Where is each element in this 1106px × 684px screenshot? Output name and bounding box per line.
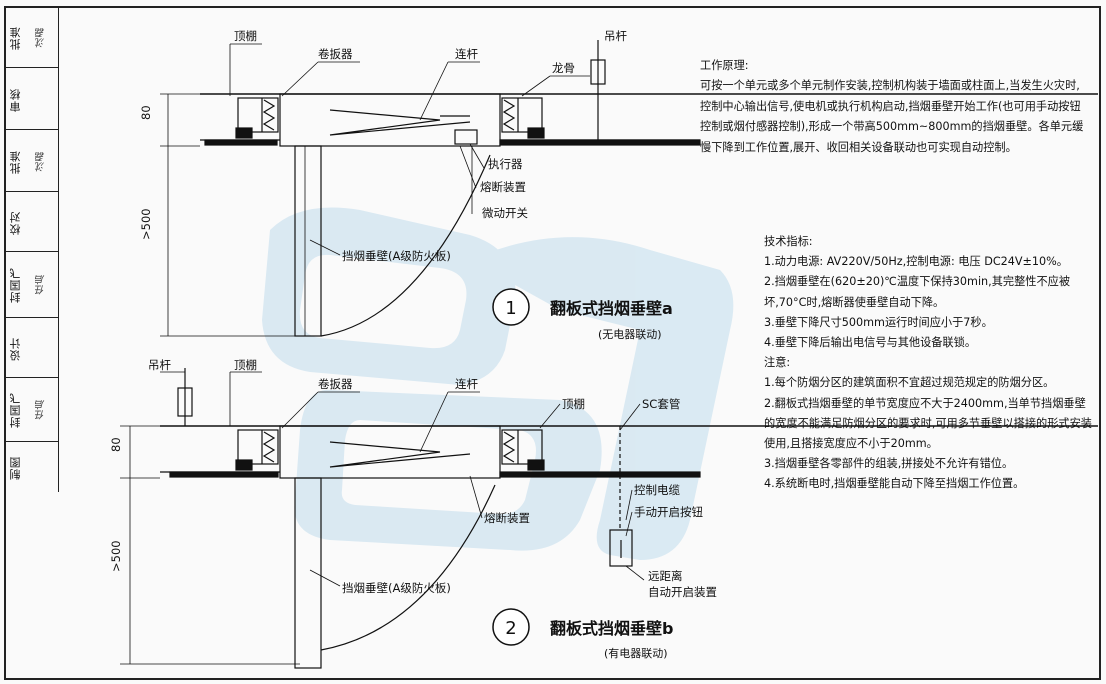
label-rod: 连杆 (455, 47, 478, 61)
label-remote: 远距离 (648, 569, 683, 583)
label-actuator: 执行器 (488, 157, 523, 171)
label-curtain: 挡烟垂壁(A级防火板) (342, 249, 451, 263)
detail-1-labels: 顶棚 卷扳器 连杆 龙骨 吊杆 执行器 熔断装置 微动开关 挡烟垂壁(A级防火板… (139, 29, 627, 263)
tech-item: 4.垂壁下降后输出电信号与其他设备联锁。 (764, 336, 977, 350)
title-block-cell: 设计 (6, 318, 58, 378)
detail-2-labels: 吊杆 顶棚 卷扳器 连杆 顶棚 SC套管 控制电缆 手动开启按钮 远距离 自动开… (109, 358, 717, 599)
title-block-cell: 校对 (6, 192, 58, 252)
label-cable: 控制电缆 (634, 483, 680, 497)
label-ceiling: 顶棚 (234, 358, 257, 372)
notes-subheading: 注意: (764, 356, 791, 370)
connecting-rod (329, 109, 471, 136)
label-ceiling-2: 顶棚 (562, 397, 585, 411)
title-block-cell: 批准 沈磊 (6, 8, 58, 68)
label-coiler: 卷扳器 (318, 47, 353, 61)
label-button: 手动开启按钮 (634, 505, 703, 519)
smoke-curtain-panel (294, 145, 322, 337)
drawing-frame (4, 6, 1101, 680)
tech-item: 1.动力电源: AV220V/50Hz,控制电源: 电压 DC24V±10%。 (764, 255, 1068, 269)
label-rod: 连杆 (455, 377, 478, 391)
note-item: 4.系统断电时,挡烟垂壁能自动下降至挡烟工作位置。 (764, 477, 1025, 491)
detail-1-caption: 1 翻板式挡烟垂壁a (无电器联动) (492, 288, 673, 341)
title-block-cell: 封国飞 任启 (6, 252, 58, 318)
tech-heading: 技术指标: (764, 235, 813, 248)
label-curtain: 挡烟垂壁(A级防火板) (342, 581, 451, 595)
actuator (454, 129, 478, 145)
detail-2-caption: 2 翻板式挡烟垂壁b (有电器联动) (492, 608, 673, 660)
dimension-80: 80 (109, 437, 123, 452)
note-item: 1.每个防烟分区的建筑面积不宜超过规范规定的防烟分区。 (764, 376, 1055, 390)
dimension-500: >500 (109, 540, 123, 572)
detail-title: 翻板式挡烟垂壁a (550, 299, 673, 318)
detail-subtitle: (有电器联动) (604, 646, 668, 660)
connecting-rod (329, 441, 471, 468)
label-hanger: 吊杆 (148, 358, 171, 372)
working-principle: 工作原理: 可按一个单元或多个单元制作安装,控制机构装于墙面或柱面上,当发生火灾… (700, 56, 1090, 158)
label-coiler: 卷扳器 (318, 377, 353, 391)
detail-title: 翻板式挡烟垂壁b (550, 619, 673, 638)
detail-number-circle (492, 608, 530, 646)
title-block-cell: 封国飞 任启 (6, 378, 58, 442)
detail-number-circle (492, 288, 530, 326)
coiler-housing (279, 425, 501, 479)
detail-number: 2 (505, 618, 516, 639)
manual-button-box (609, 529, 633, 567)
keel-left (235, 429, 279, 471)
smoke-curtain-panel (294, 477, 322, 669)
ceiling-panel (499, 139, 701, 146)
notes-heading: 工作原理: (700, 59, 749, 72)
notes-paragraph: 可按一个单元或多个单元制作安装,控制机构装于墙面或柱面上,当发生火灾时,控制中心… (700, 79, 1084, 154)
coiler-housing (279, 93, 501, 147)
detail-number: 1 (505, 298, 516, 319)
title-block-cell: 批准 沈磊 (6, 130, 58, 192)
note-item: 3.挡烟垂壁各零部件的组装,拼接处不允许有错位。 (764, 457, 1014, 471)
label-hanger: 吊杆 (604, 29, 627, 43)
ceiling-panel (204, 139, 278, 146)
swing-arc (320, 484, 496, 651)
tech-item: 3.垂壁下降尺寸500mm运行时间应小于7秒。 (764, 315, 993, 329)
title-block: 批准 沈磊 审核 批准 沈磊 校对 封国飞 任启 设计 封国飞 任启 制图 (6, 8, 59, 492)
note-item: 2.翻板式挡烟垂壁的单节宽度应不大于2400mm,当单节挡烟垂壁的宽度不能满足防… (764, 396, 1092, 451)
dimension-80: 80 (139, 105, 153, 120)
label-conduit: SC套管 (642, 397, 680, 411)
hanger-clamp (590, 59, 606, 85)
label-fuse: 熔断装置 (480, 180, 526, 194)
label-microswitch: 微动开关 (482, 206, 528, 220)
tech-item: 2.挡烟垂壁在(620±20)℃温度下保持30min,其完整性不应被坏,70°C… (764, 275, 1071, 309)
keel-left (235, 97, 279, 139)
label-fuse: 熔断装置 (484, 511, 530, 525)
label-ceiling: 顶棚 (234, 29, 257, 43)
technical-specs: 技术指标: 1.动力电源: AV220V/50Hz,控制电源: 电压 DC24V… (764, 232, 1094, 495)
detail-1-drawing (160, 40, 1098, 337)
detail-2-drawing (120, 368, 1098, 669)
label-remote-2: 自动开启装置 (648, 585, 717, 599)
label-keel: 龙骨 (552, 61, 575, 75)
keel-right (501, 429, 545, 471)
dimension-500: >500 (139, 208, 153, 240)
keel-right (501, 97, 545, 139)
detail-subtitle: (无电器联动) (598, 328, 662, 341)
title-block-cell: 审核 (6, 68, 58, 130)
